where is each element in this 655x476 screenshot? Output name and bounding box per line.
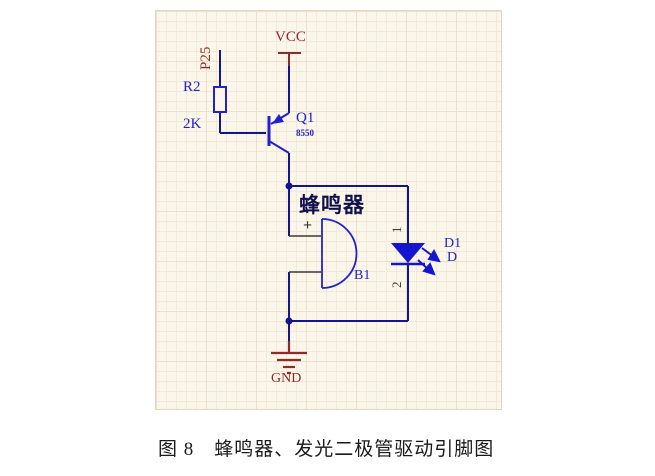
buzzer-plus-terminal-label: +: [303, 217, 313, 234]
gnd-symbol: [271, 341, 307, 375]
buzzer-b1-symbol: [321, 218, 358, 289]
gnd-net-label: GND: [271, 371, 302, 386]
resistor-ref-label: R2: [183, 79, 201, 95]
buzzer-chinese-label: 蜂鸣器: [299, 194, 365, 217]
resistor-value-label: 2K: [183, 116, 202, 132]
led-ref-label: D1: [444, 236, 462, 251]
led-d1-symbol: [391, 243, 441, 276]
junction-dot: [285, 317, 293, 325]
vcc-net-label: VCC: [275, 29, 306, 45]
led-pin2-number: 2: [389, 281, 404, 289]
led-emission-arrows: [417, 247, 441, 276]
transistor-q1-symbol: [267, 112, 290, 154]
led-pin1-number: 1: [389, 226, 404, 234]
wires: [219, 50, 409, 341]
led-model-label: D: [447, 250, 458, 265]
junction-dot: [285, 182, 293, 190]
p25-net-label: P25: [198, 46, 214, 70]
schematic-grid-canvas: [155, 10, 502, 410]
buzzer-pin-stubs: [289, 235, 321, 273]
transistor-ref-label: Q1: [296, 110, 315, 126]
vcc-symbol: [278, 52, 301, 66]
buzzer-ref-label: B1: [354, 268, 371, 283]
resistor-r2-symbol: [213, 86, 227, 113]
transistor-model-label: 8550: [296, 128, 314, 138]
figure-caption: 图 8 蜂鸣器、发光二极管驱动引脚图: [158, 439, 495, 460]
